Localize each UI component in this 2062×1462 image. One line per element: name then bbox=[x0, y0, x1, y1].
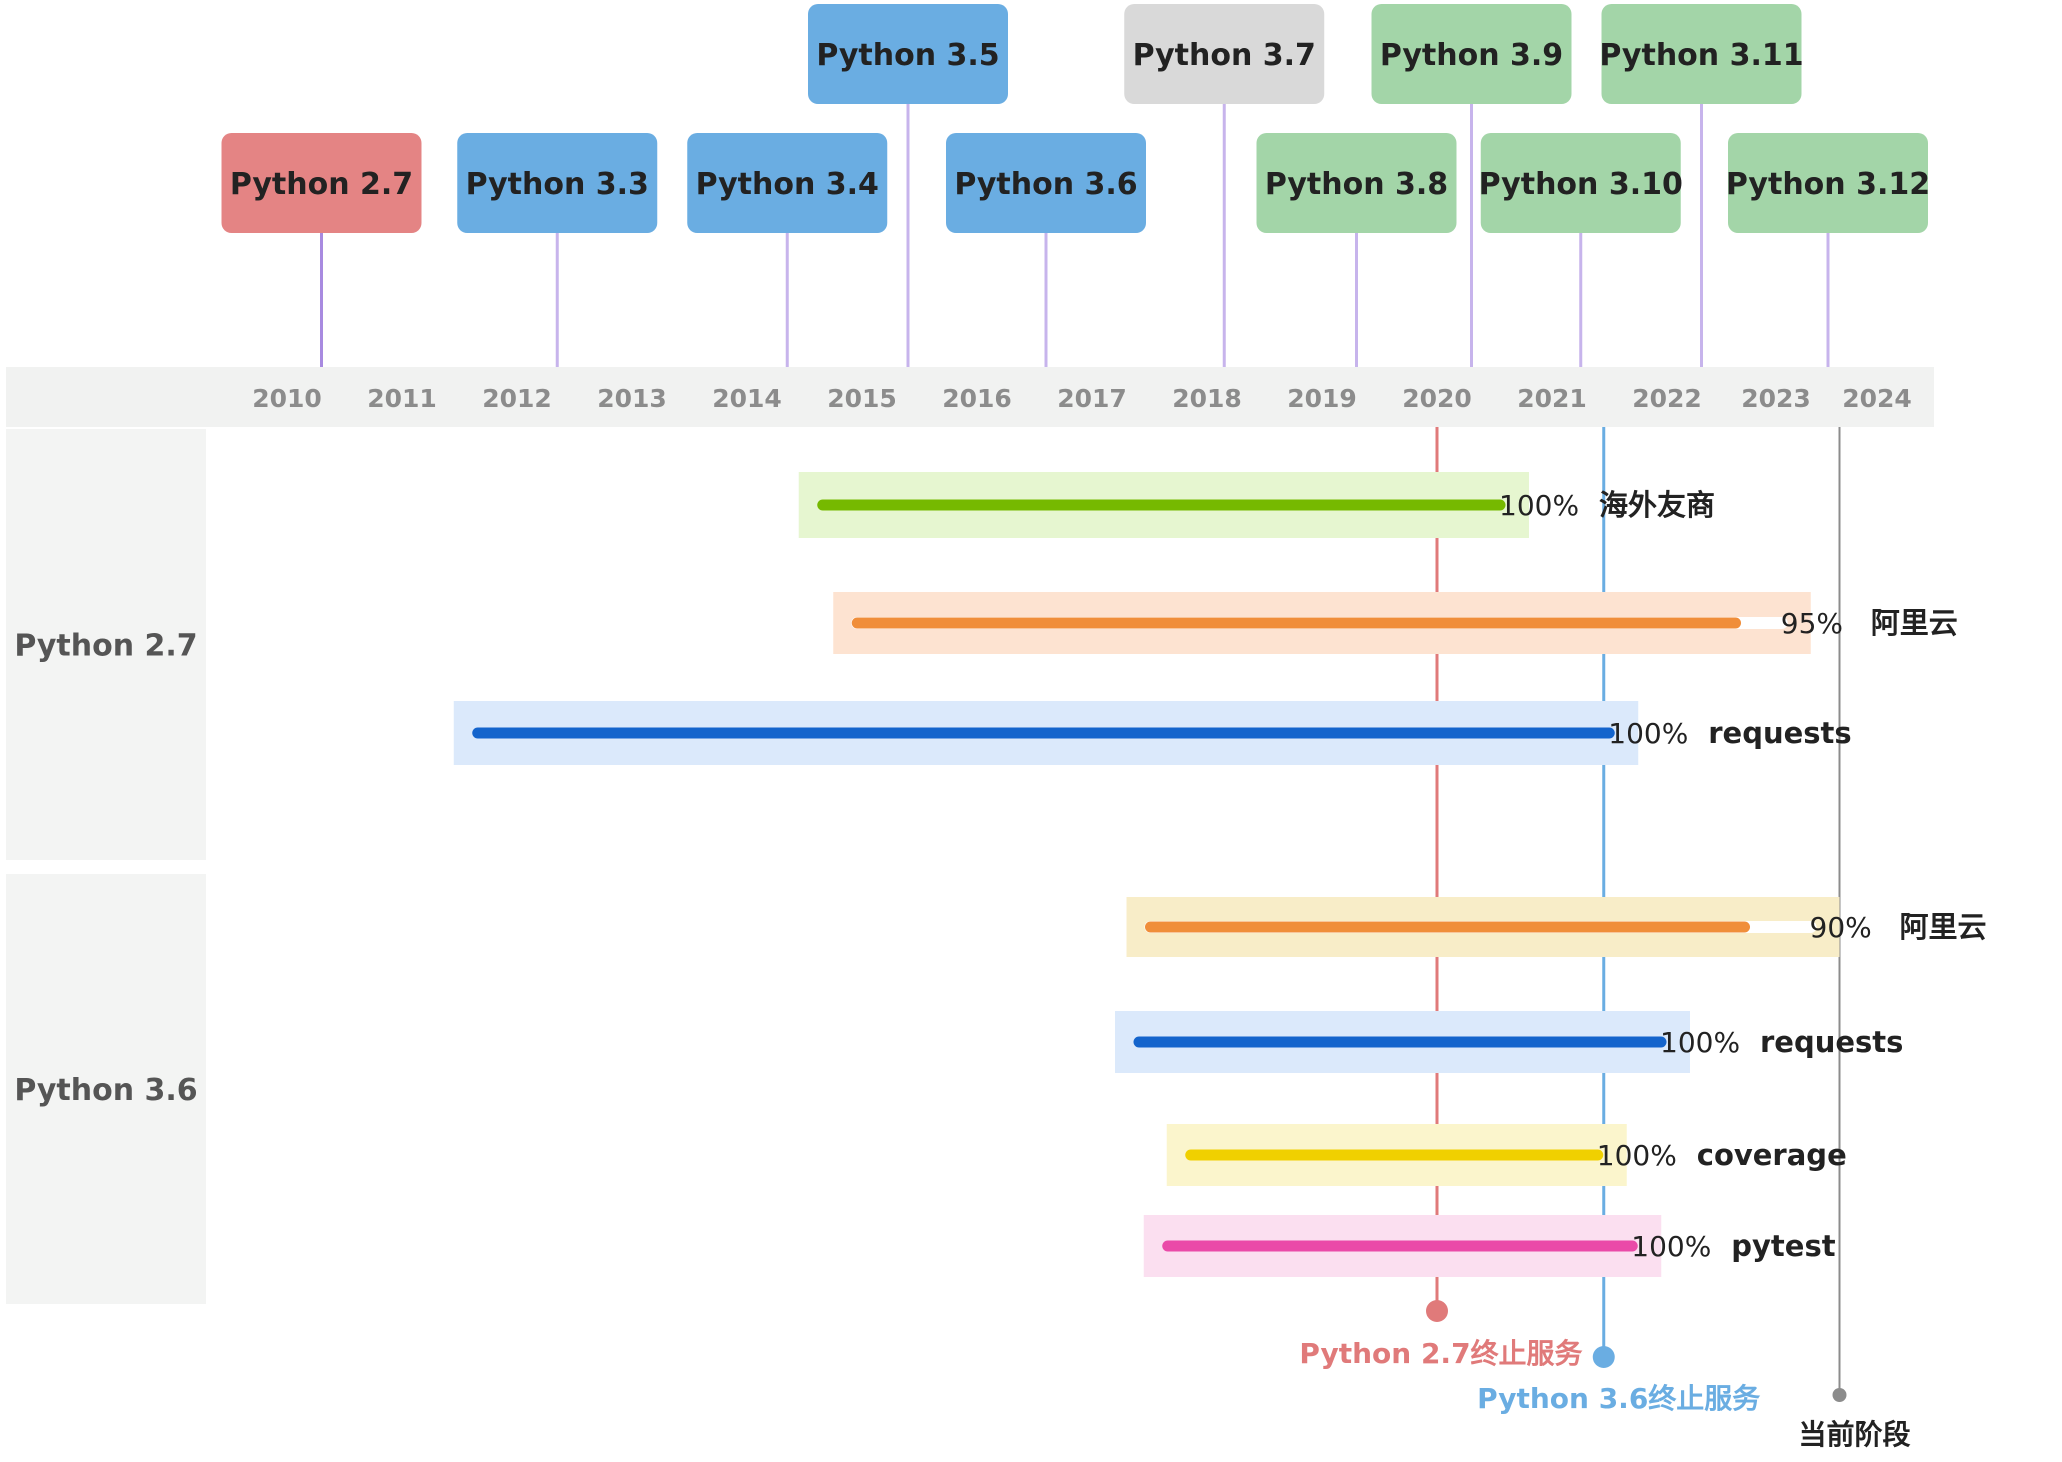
release-connectors bbox=[320, 104, 1830, 367]
release-box bbox=[1124, 4, 1325, 104]
release-label: Python 3.9 bbox=[1380, 38, 1563, 73]
milestone-dot bbox=[1426, 1300, 1448, 1322]
task-name: coverage bbox=[1697, 1138, 1847, 1172]
percent-label: 100% bbox=[1631, 1230, 1711, 1263]
release-box bbox=[1601, 4, 1802, 104]
task-name: 阿里云 bbox=[1871, 606, 1958, 640]
year-label: 2014 bbox=[712, 384, 782, 413]
group-panel bbox=[6, 874, 206, 1304]
release-label: Python 3.12 bbox=[1726, 167, 1930, 202]
release-box bbox=[1728, 133, 1928, 233]
year-label: 2019 bbox=[1287, 384, 1357, 413]
release-box bbox=[946, 133, 1146, 233]
release-label: Python 3.11 bbox=[1599, 38, 1803, 73]
milestone-label: 当前阶段 bbox=[1798, 1418, 1910, 1451]
release-box bbox=[1480, 133, 1681, 233]
percent-label: 95% bbox=[1781, 607, 1843, 640]
task-name: pytest bbox=[1731, 1229, 1835, 1263]
milestone-dot bbox=[1832, 1388, 1847, 1402]
release-box bbox=[457, 133, 658, 233]
year-label: 2016 bbox=[942, 384, 1012, 413]
task-name: 海外友商 bbox=[1599, 488, 1715, 522]
release-label: Python 3.8 bbox=[1265, 167, 1448, 202]
percent-label: 100% bbox=[1608, 717, 1688, 750]
year-label: 2021 bbox=[1517, 384, 1587, 413]
release-boxes: Python 2.7 Python 3.3 Python 3.4 Python 3.5… bbox=[221, 4, 1930, 233]
task-name: 阿里云 bbox=[1900, 910, 1987, 944]
release-label: Python 3.5 bbox=[816, 38, 999, 73]
release-label: Python 3.4 bbox=[696, 167, 879, 202]
milestone-dot bbox=[1592, 1346, 1615, 1368]
task-name: requests bbox=[1708, 716, 1851, 750]
task-bars: 100% 海外友商 95% 阿里云 100% requests 90% 阿里云 100% requ… bbox=[453, 472, 1987, 1277]
group-label: Python 2.7 bbox=[14, 629, 197, 664]
year-label: 2017 bbox=[1057, 384, 1127, 413]
milestone-label: Python 2.7终止服务 bbox=[1299, 1337, 1582, 1370]
release-box bbox=[1371, 4, 1572, 104]
milestone-label: Python 3.6终止服务 bbox=[1477, 1382, 1760, 1415]
year-label: 2012 bbox=[482, 384, 552, 413]
year-label: 2011 bbox=[367, 384, 437, 413]
year-label: 2022 bbox=[1632, 384, 1702, 413]
year-label: 2024 bbox=[1842, 384, 1912, 413]
release-box bbox=[221, 133, 422, 233]
release-label: Python 3.7 bbox=[1133, 38, 1316, 73]
release-label: Python 3.10 bbox=[1479, 167, 1683, 202]
percent-label: 100% bbox=[1660, 1026, 1740, 1059]
release-label: Python 3.6 bbox=[954, 167, 1137, 202]
year-label: 2013 bbox=[597, 384, 667, 413]
year-label: 2020 bbox=[1402, 384, 1472, 413]
release-box bbox=[687, 133, 888, 233]
release-label: Python 3.3 bbox=[466, 167, 649, 202]
task-name: requests bbox=[1760, 1025, 1903, 1059]
year-label: 2023 bbox=[1741, 384, 1811, 413]
release-box bbox=[808, 4, 1008, 104]
release-label: Python 2.7 bbox=[230, 167, 413, 202]
percent-label: 90% bbox=[1810, 911, 1872, 944]
year-axis: 2010 2011 2012 2013 2014 2015 2016 2017 2018 2019… bbox=[6, 367, 1934, 427]
year-label: 2015 bbox=[827, 384, 897, 413]
group-panel bbox=[6, 429, 206, 860]
year-label: 2018 bbox=[1172, 384, 1242, 413]
group-label: Python 3.6 bbox=[14, 1073, 197, 1108]
axis-band bbox=[6, 367, 1934, 427]
release-box bbox=[1256, 133, 1457, 233]
year-label: 2010 bbox=[252, 384, 322, 413]
percent-label: 100% bbox=[1597, 1139, 1677, 1172]
percent-label: 100% bbox=[1499, 489, 1579, 522]
